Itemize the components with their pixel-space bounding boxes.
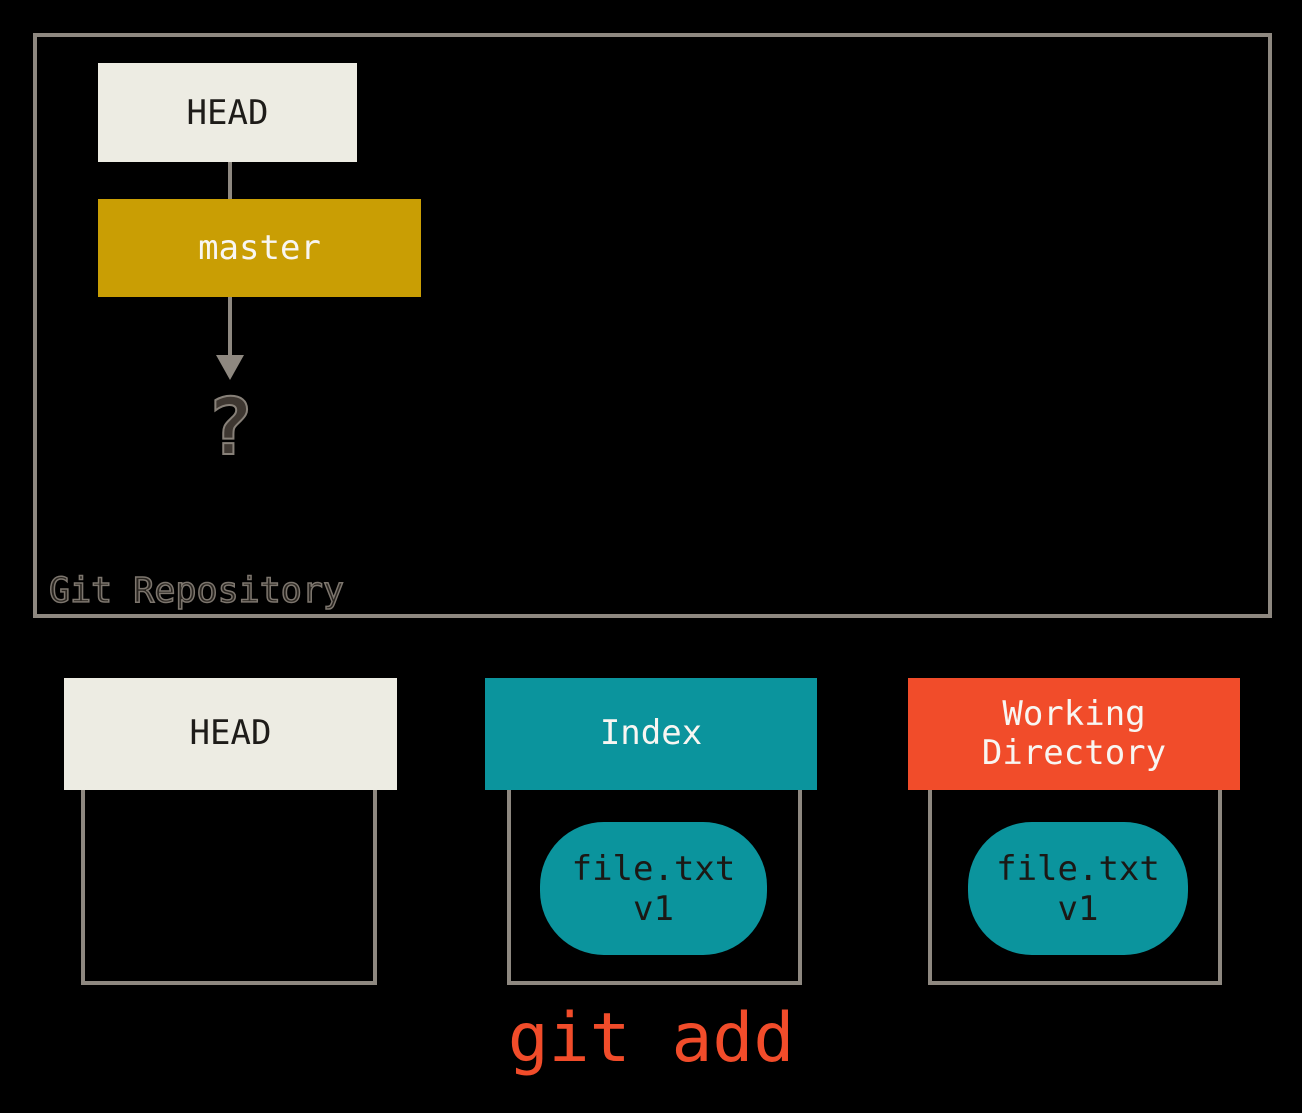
working-directory-body bbox=[928, 790, 1222, 985]
index-file-name: file.txt bbox=[571, 848, 736, 889]
working-directory-title: Working Directory bbox=[981, 693, 1167, 773]
git-repository-label: Git Repository bbox=[48, 571, 345, 611]
working-directory-header: Working Directory bbox=[908, 678, 1240, 790]
git-repository-box: HEAD master ? Git Repository bbox=[33, 33, 1272, 618]
working-directory-file-pill: file.txt v1 bbox=[968, 822, 1188, 955]
working-directory-file-name: file.txt bbox=[996, 848, 1160, 889]
head-area-body bbox=[81, 790, 377, 985]
arrowhead-down-icon bbox=[216, 355, 244, 380]
repo-head-box: HEAD bbox=[98, 63, 357, 162]
index-area-body bbox=[507, 790, 802, 985]
master-to-commit-connector bbox=[228, 297, 232, 355]
head-area-header: HEAD bbox=[64, 678, 397, 790]
head-to-master-connector bbox=[228, 162, 232, 203]
repo-head-label: HEAD bbox=[186, 92, 269, 133]
master-branch-label: master bbox=[198, 228, 321, 268]
index-area-header: Index bbox=[485, 678, 817, 790]
index-file-pill: file.txt v1 bbox=[540, 822, 767, 955]
unknown-commit-placeholder: ? bbox=[206, 383, 255, 473]
git-add-command-label: git add bbox=[507, 999, 795, 1078]
master-branch-box: master bbox=[98, 199, 421, 297]
head-area-title: HEAD bbox=[189, 713, 272, 754]
working-directory-file-version: v1 bbox=[1057, 888, 1099, 929]
index-file-version: v1 bbox=[633, 888, 674, 929]
index-area-title: Index bbox=[599, 713, 703, 754]
